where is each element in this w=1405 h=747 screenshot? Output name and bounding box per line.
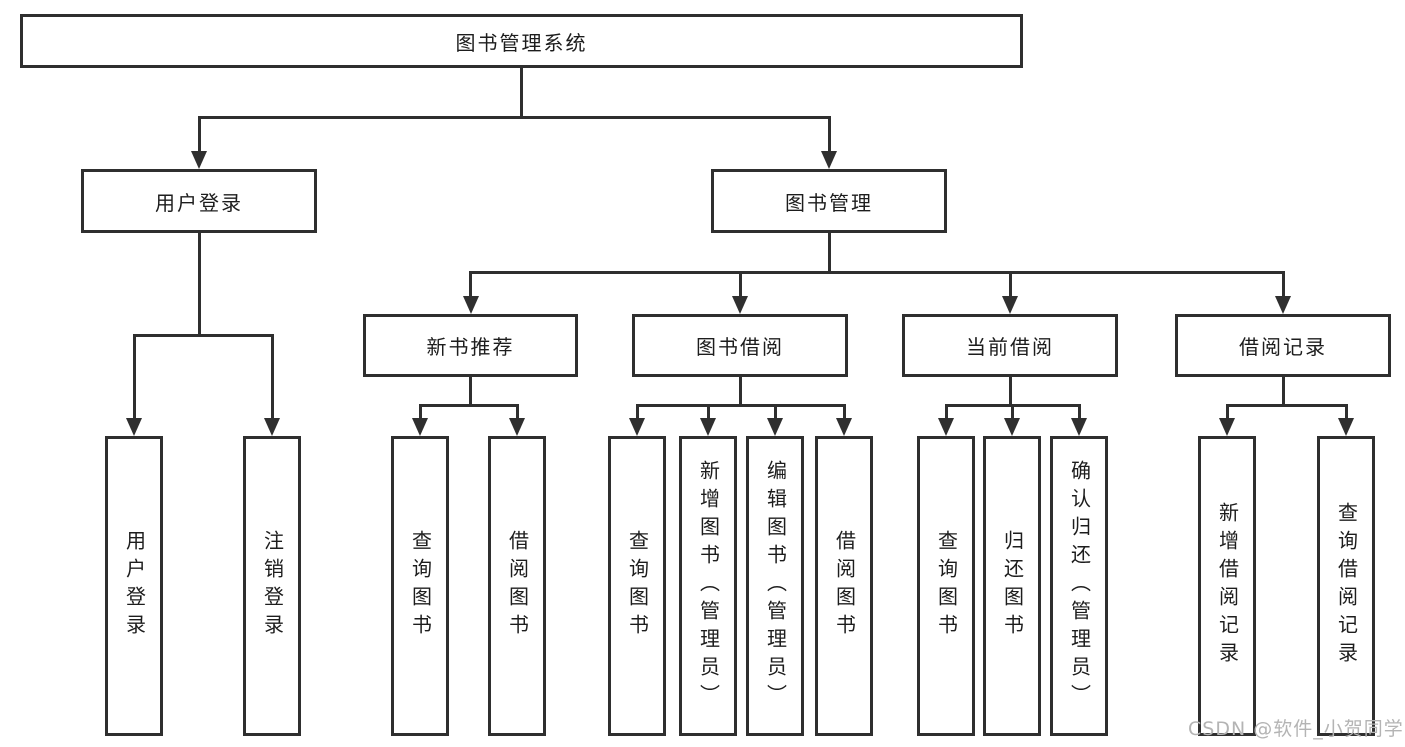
connector-line-vertical <box>1225 405 1229 422</box>
leaf-label: 新增图书（管理员） <box>696 460 721 712</box>
node-user-login-branch: 用户登录 <box>81 169 317 233</box>
node-label: 用户登录 <box>155 190 243 215</box>
connector-line-vertical <box>1281 377 1285 405</box>
connector-line-horizontal <box>197 115 831 119</box>
connector-line-vertical <box>515 405 519 422</box>
connector-line-vertical <box>827 233 831 272</box>
node-label: 借阅记录 <box>1239 335 1327 359</box>
node-label: 新书推荐 <box>426 335 515 359</box>
connector-line-vertical <box>519 68 523 117</box>
connector-line-horizontal <box>418 403 519 407</box>
arrowhead-icon <box>1002 296 1018 314</box>
arrowhead-icon <box>509 418 525 436</box>
arrowhead-icon <box>821 151 837 169</box>
connector-line-vertical <box>827 117 831 155</box>
node-book-borrowing: 图书借阅 <box>632 314 848 377</box>
leaf-borrow-books-recommend: 借阅图书 <box>488 436 546 736</box>
leaf-label: 归还图书 <box>1000 530 1025 642</box>
connector-line-vertical <box>270 335 274 422</box>
leaf-label: 查询图书 <box>408 530 433 642</box>
node-label: 图书管理 <box>785 190 873 215</box>
arrowhead-icon <box>836 418 852 436</box>
arrowhead-icon <box>1071 418 1087 436</box>
leaf-query-borrow-record: 查询借阅记录 <box>1317 436 1375 736</box>
arrowhead-icon <box>126 418 142 436</box>
connector-line-horizontal <box>1225 403 1348 407</box>
node-new-book-recommend: 新书推荐 <box>363 314 578 377</box>
leaf-add-book-admin: 新增图书（管理员） <box>679 436 737 736</box>
connector-line-vertical <box>1010 405 1014 422</box>
node-label: 图书借阅 <box>696 335 784 359</box>
leaf-label: 编辑图书（管理员） <box>763 460 788 712</box>
arrowhead-icon <box>629 418 645 436</box>
leaf-user-login: 用户登录 <box>105 436 163 736</box>
connector-line-horizontal <box>469 270 1285 274</box>
arrowhead-icon <box>732 296 748 314</box>
connector-line-vertical <box>1344 405 1348 422</box>
node-library-management-system: 图书管理系统 <box>20 14 1023 68</box>
arrowhead-icon <box>462 296 479 314</box>
leaf-label: 借阅图书 <box>505 530 530 642</box>
leaf-label: 确认归还（管理员） <box>1067 460 1092 712</box>
node-label: 当前借阅 <box>966 335 1054 359</box>
leaf-return-book: 归还图书 <box>983 436 1041 736</box>
connector-line-vertical <box>706 405 710 422</box>
leaf-label: 用户登录 <box>122 530 147 642</box>
leaf-edit-book-admin: 编辑图书（管理员） <box>746 436 804 736</box>
arrowhead-icon <box>767 418 783 436</box>
connector-line-vertical <box>469 272 472 300</box>
connector-line-vertical <box>132 335 136 422</box>
connector-line-vertical <box>1077 405 1081 422</box>
leaf-label: 借阅图书 <box>832 530 857 642</box>
connector-line-vertical <box>197 233 201 335</box>
arrowhead-icon <box>264 418 280 436</box>
connector-line-vertical <box>842 405 846 422</box>
leaf-label: 查询借阅记录 <box>1334 502 1359 670</box>
connector-line-vertical <box>773 405 777 422</box>
node-borrowing-records: 借阅记录 <box>1175 314 1391 377</box>
arrowhead-icon <box>938 418 954 436</box>
node-book-management-branch: 图书管理 <box>711 169 947 233</box>
connector-line-vertical <box>738 377 742 405</box>
connector-line-horizontal <box>132 333 274 337</box>
connector-line-vertical <box>1008 272 1012 300</box>
connector-line-vertical <box>197 117 201 155</box>
arrowhead-icon <box>412 418 428 436</box>
arrowhead-icon <box>1004 418 1020 436</box>
connector-line-vertical <box>635 405 639 422</box>
leaf-label: 新增借阅记录 <box>1215 502 1240 670</box>
leaf-query-books-borrow: 查询图书 <box>608 436 666 736</box>
connector-line-vertical <box>944 405 948 422</box>
leaf-label: 查询图书 <box>625 530 650 642</box>
node-current-borrowing: 当前借阅 <box>902 314 1118 377</box>
leaf-add-borrow-record: 新增借阅记录 <box>1198 436 1256 736</box>
connector-line-vertical <box>469 377 472 405</box>
arrowhead-icon <box>1219 418 1235 436</box>
connector-line-vertical <box>418 405 422 422</box>
watermark-text: CSDN @软件_小贺同学 <box>1188 718 1404 740</box>
leaf-logout: 注销登录 <box>243 436 301 736</box>
leaf-query-books-recommend: 查询图书 <box>391 436 449 736</box>
arrowhead-icon <box>700 418 716 436</box>
leaf-confirm-return-admin: 确认归还（管理员） <box>1050 436 1108 736</box>
connector-line-vertical <box>738 272 742 300</box>
leaf-query-books-current: 查询图书 <box>917 436 975 736</box>
node-label: 图书管理系统 <box>455 30 588 55</box>
connector-line-vertical <box>1008 377 1012 405</box>
arrowhead-icon <box>1275 296 1291 314</box>
leaf-label: 注销登录 <box>260 530 285 642</box>
leaf-borrow-books: 借阅图书 <box>815 436 873 736</box>
arrowhead-icon <box>1338 418 1354 436</box>
leaf-label: 查询图书 <box>934 530 959 642</box>
connector-line-horizontal <box>635 403 846 407</box>
arrowhead-icon <box>191 151 207 169</box>
connector-line-vertical <box>1281 272 1285 300</box>
